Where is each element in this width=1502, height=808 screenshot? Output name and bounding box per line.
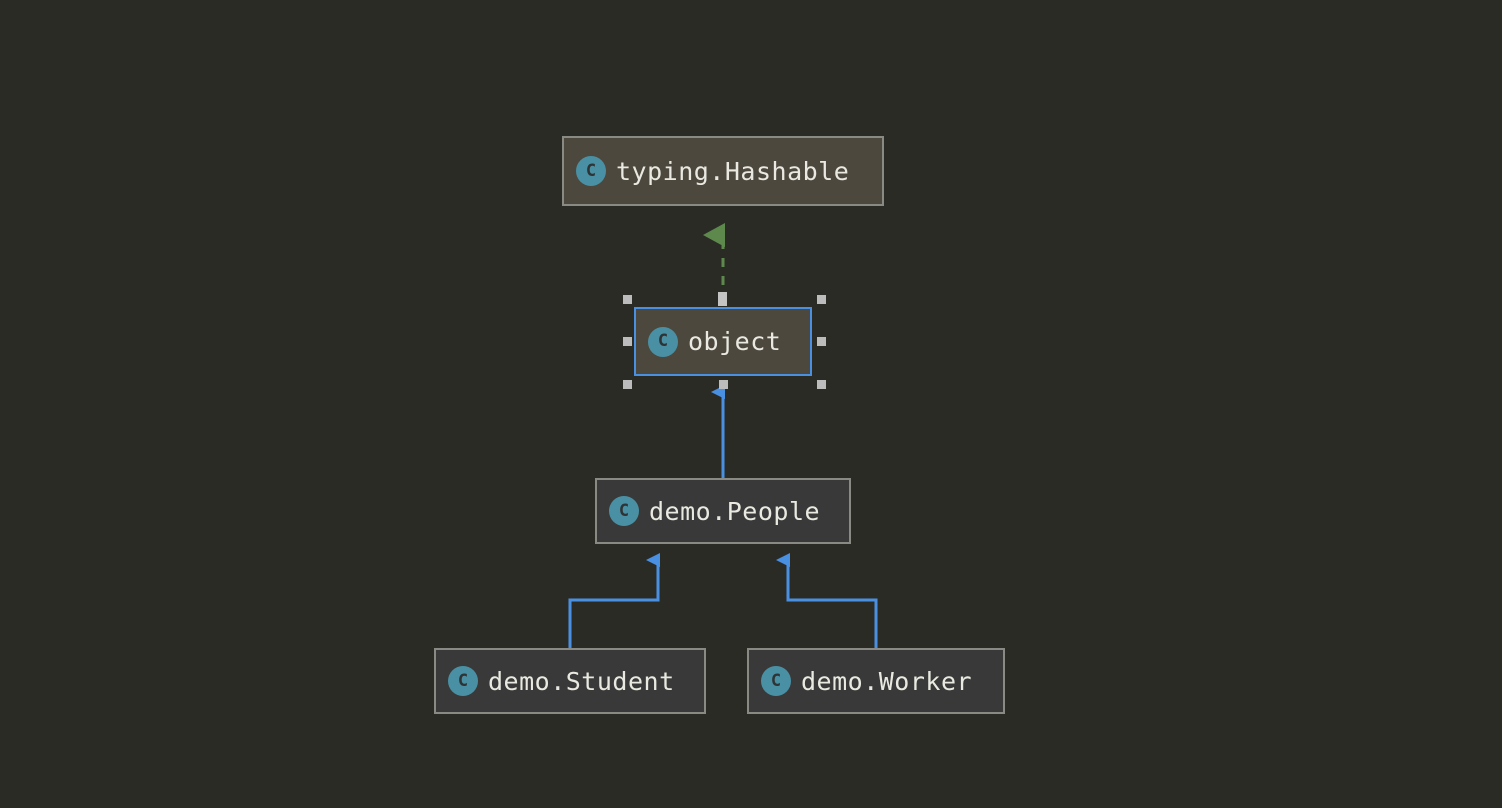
handle-middle-left[interactable] xyxy=(623,337,632,346)
node-label: demo.People xyxy=(649,496,821,526)
handle-bottom-left[interactable] xyxy=(623,380,632,389)
node-label: object xyxy=(688,327,782,356)
node-object[interactable]: C object xyxy=(634,307,812,376)
handle-top-right[interactable] xyxy=(817,295,826,304)
node-demo-student[interactable]: C demo.Student xyxy=(434,648,706,714)
edge-student-extends-people[interactable] xyxy=(568,553,660,648)
handle-middle-right[interactable] xyxy=(817,337,826,346)
handle-bottom-center[interactable] xyxy=(719,380,728,389)
handle-bottom-right[interactable] xyxy=(817,380,826,389)
class-icon: C xyxy=(448,666,478,696)
node-typing-hashable[interactable]: C typing.Hashable xyxy=(562,136,884,206)
node-label: demo.Student xyxy=(488,666,675,696)
class-icon: C xyxy=(648,326,678,357)
node-demo-worker[interactable]: C demo.Worker xyxy=(747,648,1005,714)
class-icon: C xyxy=(761,666,791,696)
node-label: demo.Worker xyxy=(801,666,973,696)
edge-worker-extends-people[interactable] xyxy=(776,553,878,648)
node-demo-people[interactable]: C demo.People xyxy=(595,478,851,544)
class-icon: C xyxy=(576,156,606,186)
handle-top-left[interactable] xyxy=(623,295,632,304)
handle-top-center[interactable] xyxy=(718,292,727,306)
node-label: typing.Hashable xyxy=(616,156,850,186)
class-icon: C xyxy=(609,496,639,526)
